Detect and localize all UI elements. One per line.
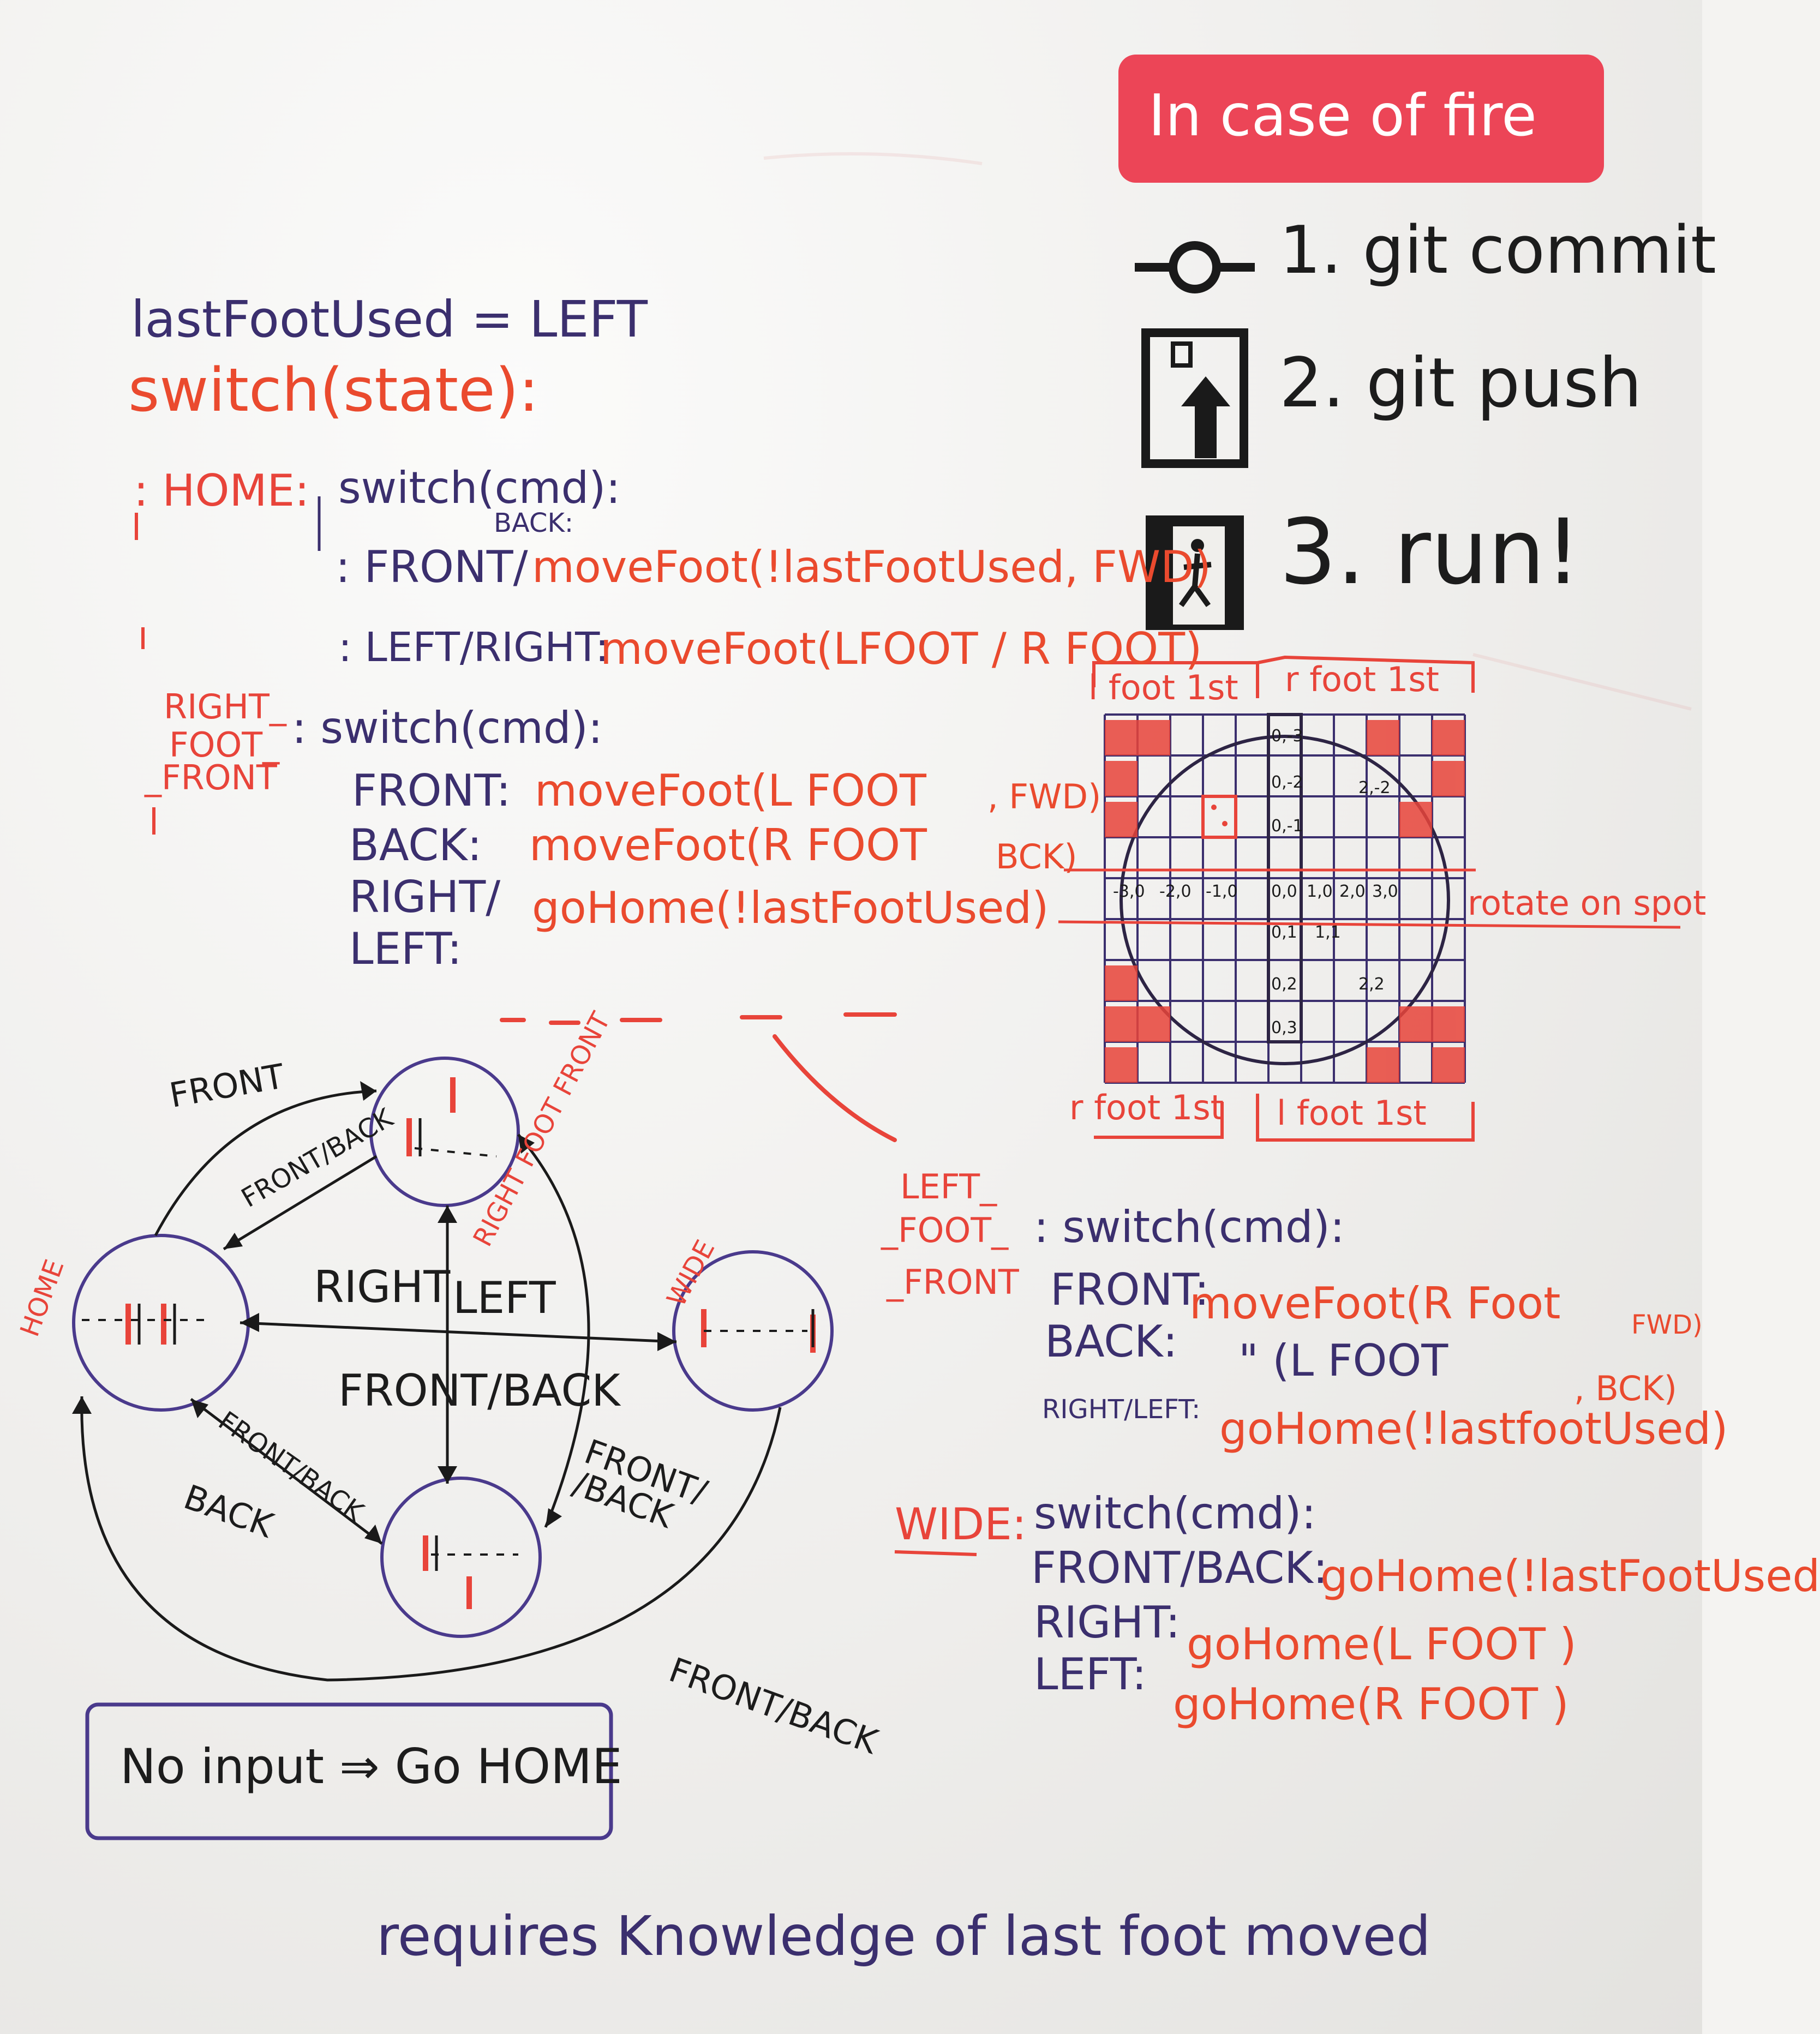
lff-case-rightleft: RIGHT/LEFT: [1042,1394,1201,1425]
grid-header-lfoot: l foot 1st [1088,668,1238,707]
grid-cell: 0,-2 [1271,773,1303,792]
grid-rotate-label: rotate on spot [1468,883,1707,923]
wide-case-left-action: goHome(R FOOT ) [1173,1679,1569,1730]
lff-label-2: _FOOT_ [881,1210,1009,1250]
edge-label-front-back-2: FRONT/BACK [338,1365,620,1416]
grid-footer-rfoot: r foot 1st [1069,1088,1224,1127]
lff-case-front-action: moveFoot(R Foot [1189,1278,1561,1329]
lff-switch: : switch(cmd): [1034,1202,1345,1252]
grid-cell: 0,-3 [1271,727,1303,746]
grid-footer-lfoot: l foot 1st [1277,1093,1427,1133]
state-wide [672,1250,834,1412]
grid-header-rfoot: r foot 1st [1285,659,1439,699]
footer-note: requires Knowledge of last foot moved [376,1904,1431,1968]
fire-step-commit: 1. git commit [1279,213,1716,289]
grid-cell: -3,0 [1113,882,1145,901]
wide-label: WIDE: [895,1499,1027,1550]
grid-cell: 2,0 [1339,882,1366,901]
rff-label-3: _FRONT [145,758,277,797]
rff-case-front-arg: , FWD) [987,777,1101,817]
lff-case-back-arg: , BCK) [1574,1369,1677,1408]
lff-case-rightleft-action: goHome(!lastfootUsed) [1219,1403,1728,1454]
lff-case-front: FRONT: [1050,1264,1210,1315]
grid-cell: 2,-2 [1358,778,1391,797]
lff-case-front-arg: FWD) [1631,1310,1703,1340]
home-label: : HOME: [134,465,310,516]
home-case-front: : FRONT/ [336,542,528,592]
smudge-line [763,152,983,165]
grid-cell: 0,2 [1271,975,1297,994]
rff-label-2: FOOT_ [169,725,280,765]
wide-case-frontback: FRONT/BACK: [1031,1543,1328,1593]
fire-sign-title: In case of fire [1148,82,1537,149]
code-switch-state: switch(state): [128,355,539,425]
rff-case-front: FRONT: [352,765,511,816]
code-init: lastFootUsed = LEFT [131,290,648,349]
fire-sign-box [1118,55,1604,183]
grid-cell: 0,-1 [1271,817,1303,836]
lff-label-1: LEFT_ [900,1167,997,1207]
edge-label-left: LEFT [453,1273,556,1323]
grid-cell: 3,0 [1372,882,1398,901]
home-case-front-action: moveFoot(!lastFootUsed, FWD) [532,542,1211,592]
rff-case-left: LEFT: [349,923,462,974]
state-left-foot-front [380,1477,542,1638]
wide-case-left: LEFT: [1034,1649,1147,1700]
fire-step-push: 2. git push [1279,344,1642,423]
grid-cell: -1,0 [1206,882,1238,901]
grid-cell: 2,2 [1358,975,1385,994]
rff-label-1: RIGHT_ [164,687,286,727]
rff-case-back-action: moveFoot(R FOOT [529,820,927,871]
no-input-text: No input ⇒ Go HOME [120,1738,622,1795]
lff-case-back: BACK: [1045,1316,1178,1367]
no-input-box [85,1702,613,1840]
rff-case-right: RIGHT/ [349,872,501,922]
fire-step-run: 3. run! [1279,500,1582,604]
grid-cell: 0,0 [1271,882,1297,901]
rff-case-front-action: moveFoot(L FOOT [535,765,926,816]
state-right-foot-front [369,1057,520,1207]
grid-cell: -2,0 [1159,882,1192,901]
wide-case-frontback-action: goHome(!lastFootUsed [1320,1551,1820,1601]
home-case-leftright-action: moveFoot(LFOOT / R FOOT) [600,623,1202,674]
grid-cell: 0,3 [1271,1018,1297,1037]
rff-case-right-action: goHome(!lastFootUsed) [532,883,1049,933]
grid-cell: 1,0 [1307,882,1333,901]
exit-door-icon [1146,515,1244,630]
home-case-leftright: : LEFT/RIGHT: [338,624,609,671]
rff-switch: : switch(cmd): [292,703,603,753]
lff-label-3: _FRONT [887,1262,1019,1302]
grid-cell: 0,1 [1271,923,1297,942]
grid-cell: 1,1 [1315,923,1341,942]
commit-icon [1135,241,1255,293]
whiteboard-drawings [72,55,1692,1840]
rotation-grid [1058,655,1681,1142]
home-case-back: BACK: [494,508,574,538]
rff-case-back-arg: BCK) [996,837,1077,877]
wide-case-right-action: goHome(L FOOT ) [1187,1619,1577,1670]
edge-label-right: RIGHT [314,1262,451,1312]
smudge-line [1472,653,1692,711]
home-switch: switch(cmd): [338,463,621,513]
wide-switch: switch(cmd): [1034,1488,1316,1539]
wide-case-right: RIGHT: [1034,1597,1181,1648]
rff-case-back: BACK: [349,820,482,871]
lff-case-back-action: " (L FOOT [1238,1335,1448,1386]
state-diagram [72,1057,834,1682]
push-elevator-icon [1141,328,1248,468]
